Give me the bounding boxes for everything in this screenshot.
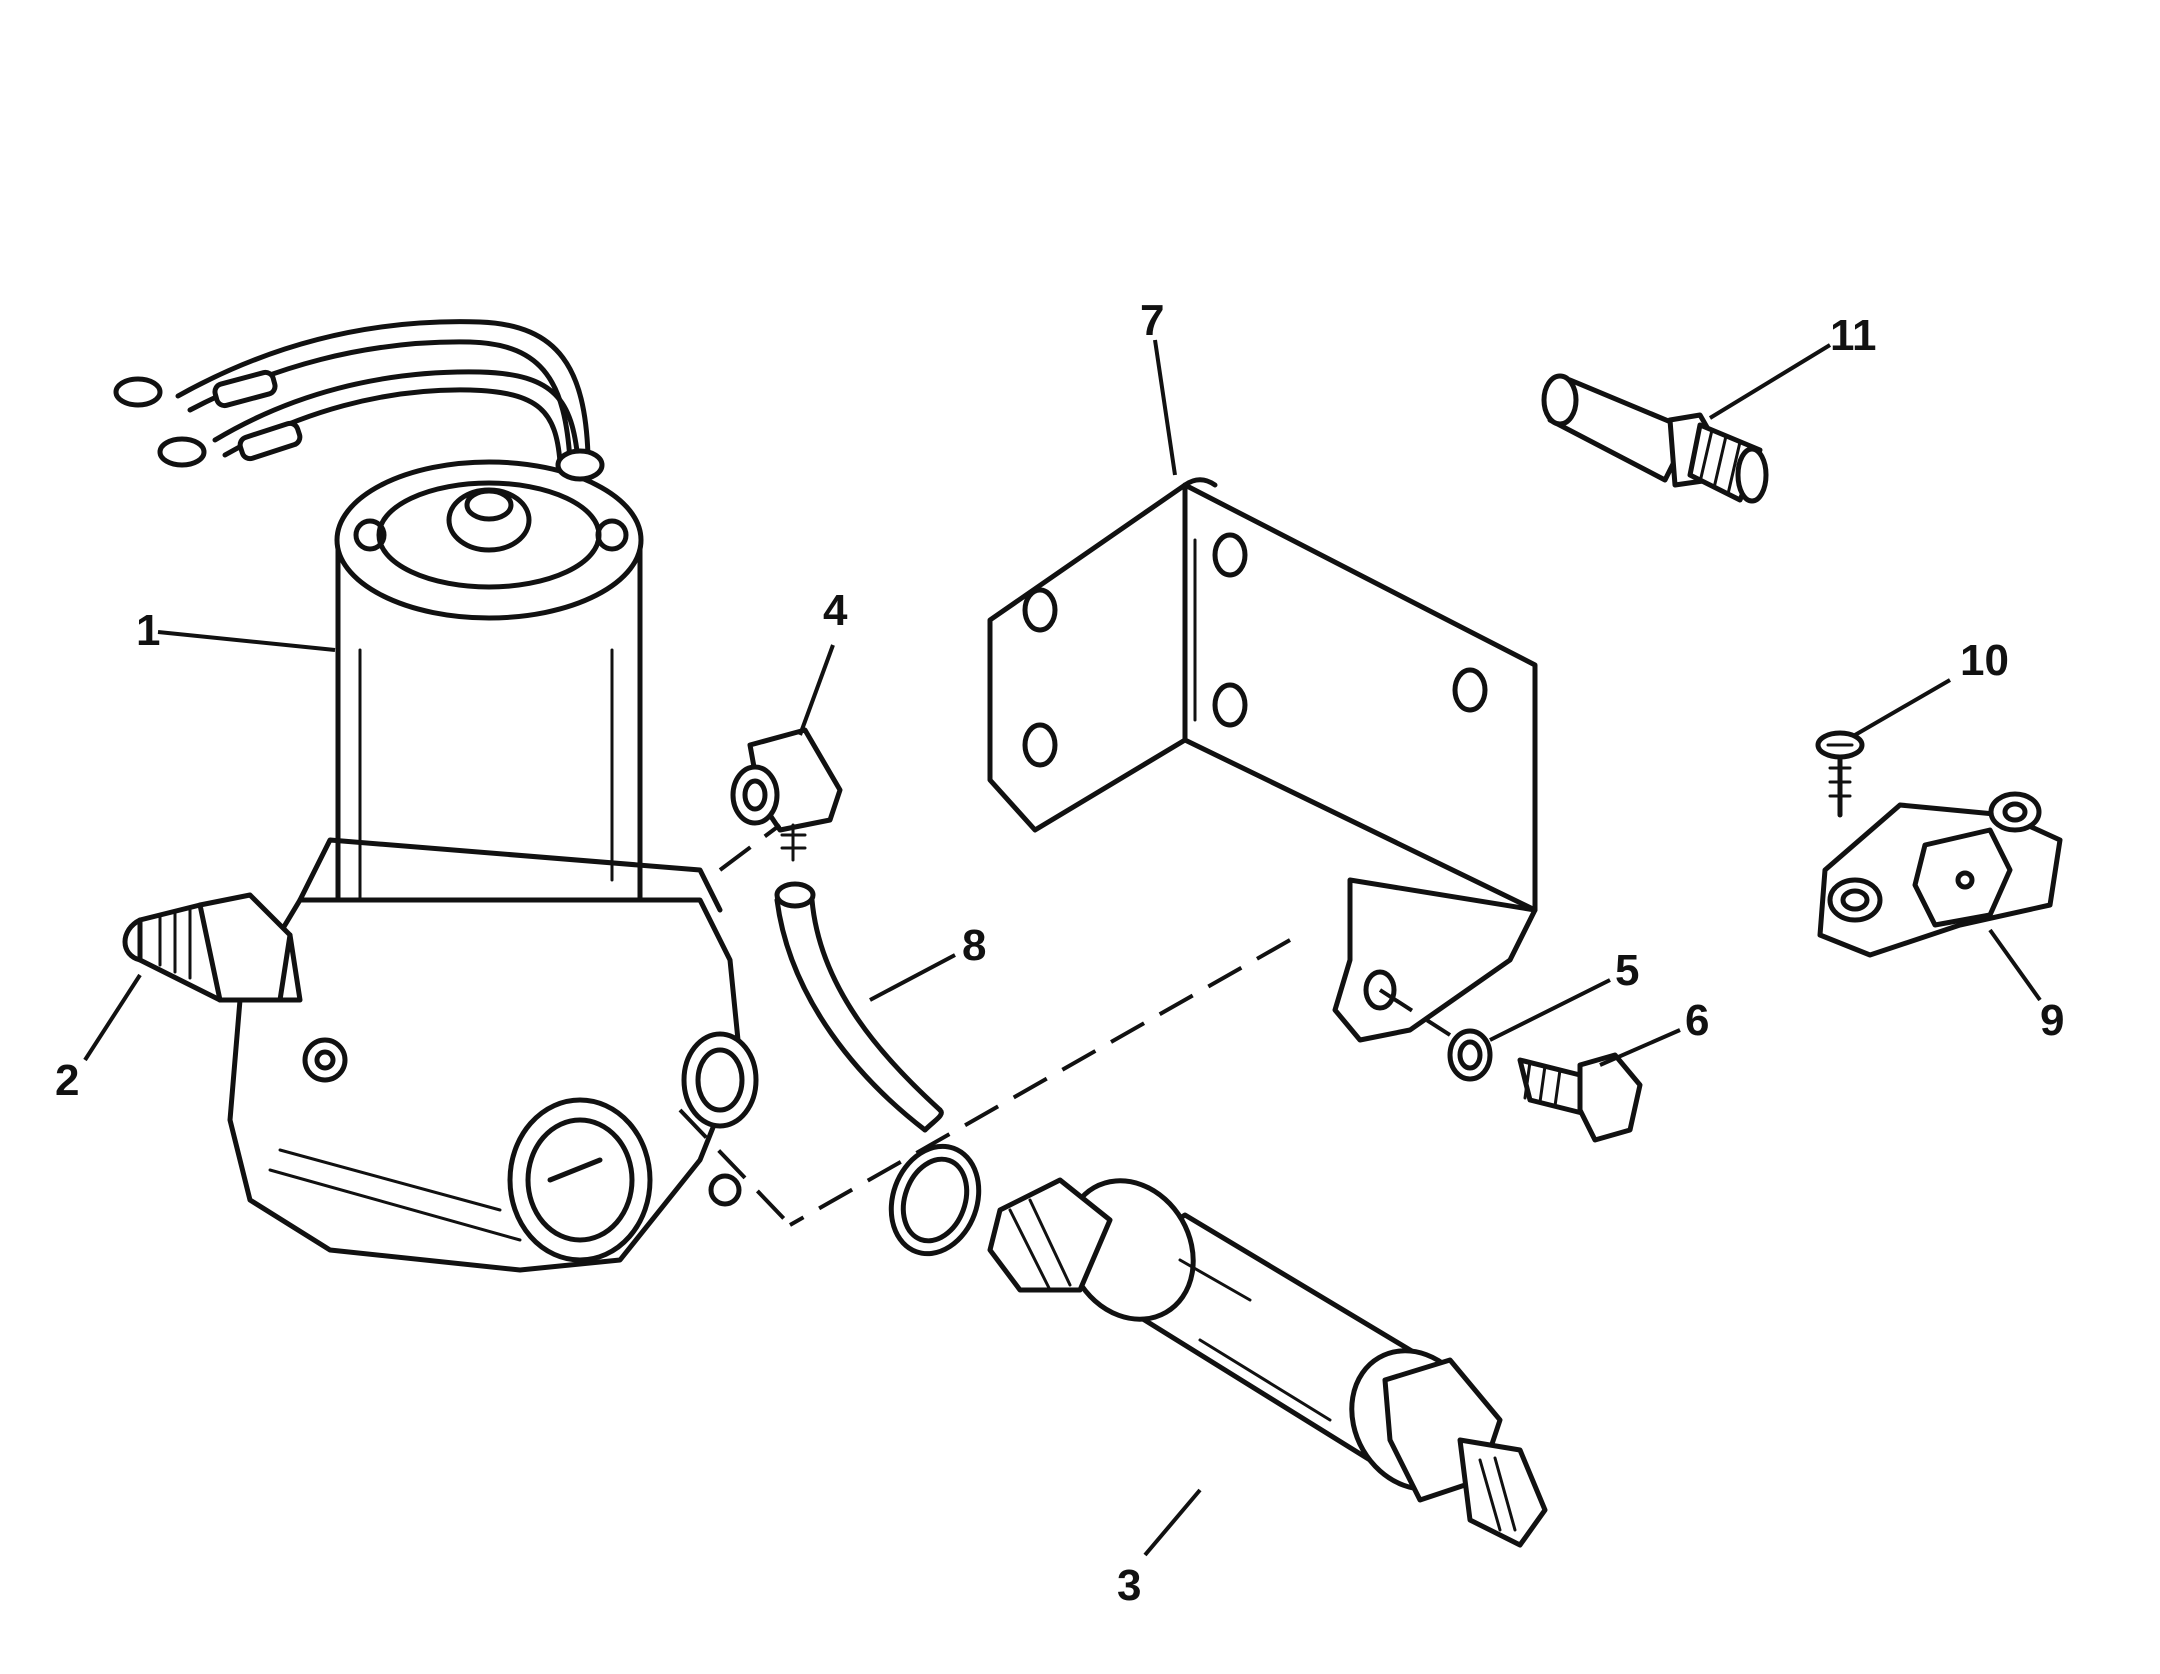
lock-washer-part-5	[1447, 1028, 1493, 1082]
hose-barb-fitting-part-11	[1541, 373, 1769, 504]
assembly-centerlines	[678, 823, 1452, 1227]
hose-part-8	[774, 881, 944, 1133]
mounting-bracket-part-7	[987, 477, 1538, 1043]
callout-5: 5	[1615, 946, 1639, 995]
leader-lines	[83, 339, 2042, 1557]
inlet-fitting-part-2	[122, 892, 303, 1003]
callout-8: 8	[962, 921, 986, 970]
o-ring	[888, 1143, 982, 1257]
bolt-part-6	[1517, 1052, 1643, 1143]
callout-7: 7	[1140, 296, 1164, 345]
callout-2: 2	[55, 1056, 79, 1105]
pump-body	[227, 837, 759, 1273]
screw-part-10	[1815, 730, 1865, 818]
callout-9: 9	[2040, 996, 2064, 1045]
inline-filter-part-3	[987, 1177, 1548, 1548]
callout-10: 10	[1960, 636, 2009, 685]
callout-1: 1	[136, 606, 160, 655]
callout-6: 6	[1685, 996, 1709, 1045]
callout-4: 4	[823, 586, 848, 635]
elbow-fitting-part-4	[730, 727, 843, 862]
callout-labels: 1 2 3 4 5 6 7 8 9 10 11	[55, 296, 2064, 1610]
callout-3: 3	[1117, 1561, 1141, 1610]
clamp-part-9	[1817, 791, 2063, 958]
callout-11: 11	[1830, 311, 1877, 360]
pump-motor-part-1	[113, 319, 644, 991]
